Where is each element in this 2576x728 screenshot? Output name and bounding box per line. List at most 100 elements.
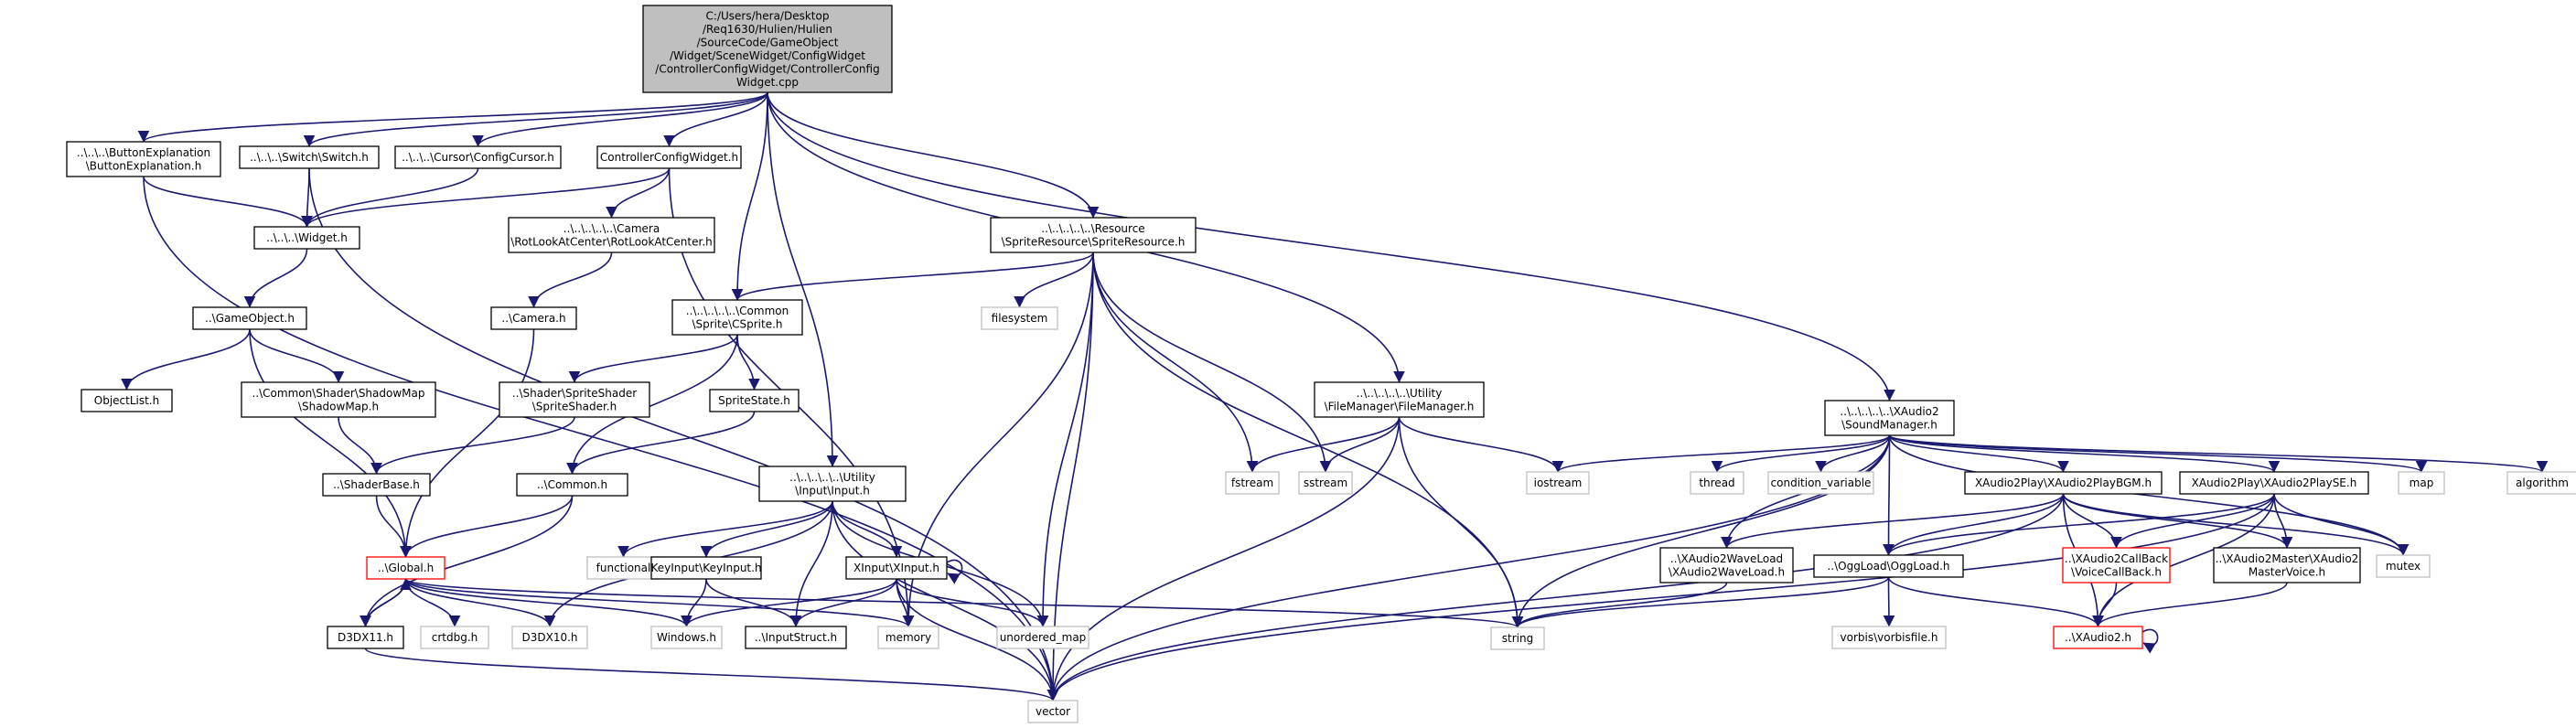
node-vorbis[interactable]: vorbis\vorbisfile.h (1831, 626, 1947, 649)
edge-input-to-inputstruct (789, 500, 833, 627)
node-label: \SoundManager.h (1841, 418, 1937, 431)
node-box (642, 5, 893, 93)
node-box (2376, 554, 2431, 578)
edge-playbgm-to-vector (1046, 493, 2065, 701)
node-waveload[interactable]: ..\XAudio2WaveLoad\XAudio2WaveLoad.h (1659, 547, 1794, 583)
node-spriteshader[interactable]: ..\Shader\SpriteShader\SpriteShader.h (499, 381, 650, 418)
node-shaderbase[interactable]: ..\ShaderBase.h (322, 473, 431, 497)
node-box (758, 466, 907, 502)
node-label: /SourceCode/GameObject (697, 36, 839, 48)
node-box (1298, 471, 1353, 495)
node-sstream[interactable]: sstream (1298, 471, 1353, 495)
node-label: D3DX11.h (338, 631, 393, 644)
node-root[interactable]: C:/Users/hera/Desktop/Req1630/Hulien/Hul… (642, 5, 893, 93)
edge-soundmanager-to-map (1888, 434, 2428, 473)
node-input[interactable]: ..\..\..\..\..\Utility\Input\Input.h (758, 466, 907, 502)
node-rotlook[interactable]: ..\..\..\..\..\Camera\RotLookAtCenter\Ro… (508, 217, 715, 253)
edge-spriteres-to-vector (1046, 252, 1094, 701)
node-soundmanager[interactable]: ..\..\..\..\..\XAudio2\SoundManager.h (1824, 400, 1955, 436)
node-spriteres[interactable]: ..\..\..\..\..\Resource\SpriteResource\S… (990, 217, 1197, 253)
node-xinput[interactable]: XInput\XInput.h (845, 556, 948, 580)
edge-spriteres-to-filesystem (1014, 252, 1094, 308)
node-camera[interactable]: ..\Camera.h (490, 306, 577, 330)
node-unordered_map[interactable]: unordered_map (996, 626, 1089, 649)
node-shadowmap[interactable]: ..\Common\Shader\ShadowMap\ShadowMap.h (241, 381, 436, 418)
edge-input-to-functional (617, 500, 833, 558)
node-vector[interactable]: vector (1027, 700, 1079, 723)
node-inputstruct[interactable]: ..\InputStruct.h (745, 626, 847, 649)
node-condvar[interactable]: condition_variable (1767, 471, 1874, 495)
node-label: ..\InputStruct.h (755, 631, 837, 644)
node-keyinput[interactable]: KeyInput\KeyInput.h (650, 556, 762, 580)
edge-filemanager-to-sstream (1319, 416, 1401, 473)
node-algorithm[interactable]: algorithm (2506, 471, 2576, 495)
node-label: ..\..\..\ButtonExplanation (77, 146, 210, 159)
edge-d3dx11-to-vector (364, 648, 1059, 701)
node-oggload[interactable]: ..\OggLoad\OggLoad.h (1813, 554, 1964, 578)
node-box (650, 556, 762, 580)
node-functional[interactable]: functional (586, 556, 660, 580)
edge-mastervoice-to-xaudio2 (2092, 582, 2288, 627)
node-csprite[interactable]: ..\..\..\..\..\Common\Sprite\CSprite.h (671, 299, 803, 336)
node-box (366, 556, 445, 580)
edge-xaudio2-to-xaudio2 (2141, 628, 2159, 654)
node-label: XAudio2Play\XAudio2PlayBGM.h (1975, 476, 2152, 489)
node-d3dx11[interactable]: D3DX11.h (327, 626, 404, 649)
node-crtdbg[interactable]: crtdbg.h (420, 626, 489, 649)
node-d3dx10[interactable]: D3DX10.h (511, 626, 588, 649)
node-map[interactable]: map (2398, 471, 2445, 495)
node-buttonexp[interactable]: ..\..\..\ButtonExplanation\ButtonExplana… (66, 141, 221, 177)
node-switch[interactable]: ..\..\..\Switch\Switch.h (239, 145, 380, 169)
node-ccw[interactable]: ControllerConfigWidget.h (596, 145, 742, 169)
node-fstream[interactable]: fstream (1225, 471, 1280, 495)
node-label: crtdbg.h (432, 631, 478, 644)
node-box (2179, 471, 2369, 495)
node-widget[interactable]: ..\..\..\Widget.h (253, 226, 360, 250)
node-label: XAudio2Play\XAudio2PlaySE.h (2192, 476, 2357, 489)
node-box (650, 626, 723, 649)
node-callback[interactable]: ..\XAudio2CallBack\VoiceCallBack.h (2062, 547, 2171, 583)
node-label: \SpriteResource\SpriteResource.h (1002, 235, 1186, 248)
edge-gameobject-to-shadowmap (249, 328, 345, 383)
node-string[interactable]: string (1490, 626, 1545, 650)
node-gameobject[interactable]: ..\GameObject.h (192, 306, 307, 330)
node-memory[interactable]: memory (877, 626, 939, 649)
edge-root-to-soundmanager (767, 91, 1895, 401)
node-label: ..\XAudio2Master\XAudio2 (2216, 552, 2359, 565)
node-thread[interactable]: thread (1690, 471, 1744, 495)
edge-global-to-windows (404, 578, 692, 627)
node-label: ..\Shader\SpriteShader (512, 387, 637, 400)
edge-spriteres-to-sstream (1092, 252, 1332, 473)
node-mutex[interactable]: mutex (2376, 554, 2431, 578)
edge-gameobject-to-objectlist (121, 328, 251, 391)
node-playbgm[interactable]: XAudio2Play\XAudio2PlayBGM.h (1964, 471, 2163, 495)
node-label: MasterVoice.h (2249, 565, 2325, 578)
node-xaudio2[interactable]: ..\XAudio2.h (2053, 626, 2143, 649)
edge-waveload-to-string (1511, 582, 1728, 628)
edge-playbgm-to-waveload (1721, 493, 2065, 549)
node-label: Widget.cpp (736, 76, 799, 89)
node-cursor[interactable]: ..\..\..\Cursor\ConfigCursor.h (394, 145, 562, 169)
edge-camera-to-global (400, 328, 535, 558)
node-global[interactable]: ..\Global.h (366, 556, 445, 580)
node-filesystem[interactable]: filesystem (981, 306, 1058, 330)
node-filemanager[interactable]: ..\..\..\..\..\Utility\FileManager\FileM… (1314, 381, 1485, 418)
edge-widget-to-gameobject (243, 248, 308, 308)
node-spritestate[interactable]: SpriteState.h (709, 389, 800, 412)
node-objectlist[interactable]: ObjectList.h (80, 389, 173, 412)
edge-global-to-memory (404, 578, 915, 627)
edge-soundmanager-to-thread (1711, 434, 1891, 473)
node-windows[interactable]: Windows.h (650, 626, 723, 649)
edge-playse-to-callback (2110, 493, 2275, 549)
node-label: ..\Camera.h (501, 312, 565, 325)
node-label: \Sprite\CSprite.h (692, 317, 782, 330)
node-playse[interactable]: XAudio2Play\XAudio2PlaySE.h (2179, 471, 2369, 495)
edge-playse-to-mutex (2273, 493, 2410, 556)
node-box (586, 556, 660, 580)
node-box (2506, 471, 2576, 495)
node-iostream[interactable]: iostream (1526, 471, 1590, 495)
edge-csprite-to-spritestate (736, 334, 760, 391)
node-label: unordered_map (1000, 631, 1087, 644)
node-common[interactable]: ..\Common.h (516, 473, 628, 497)
